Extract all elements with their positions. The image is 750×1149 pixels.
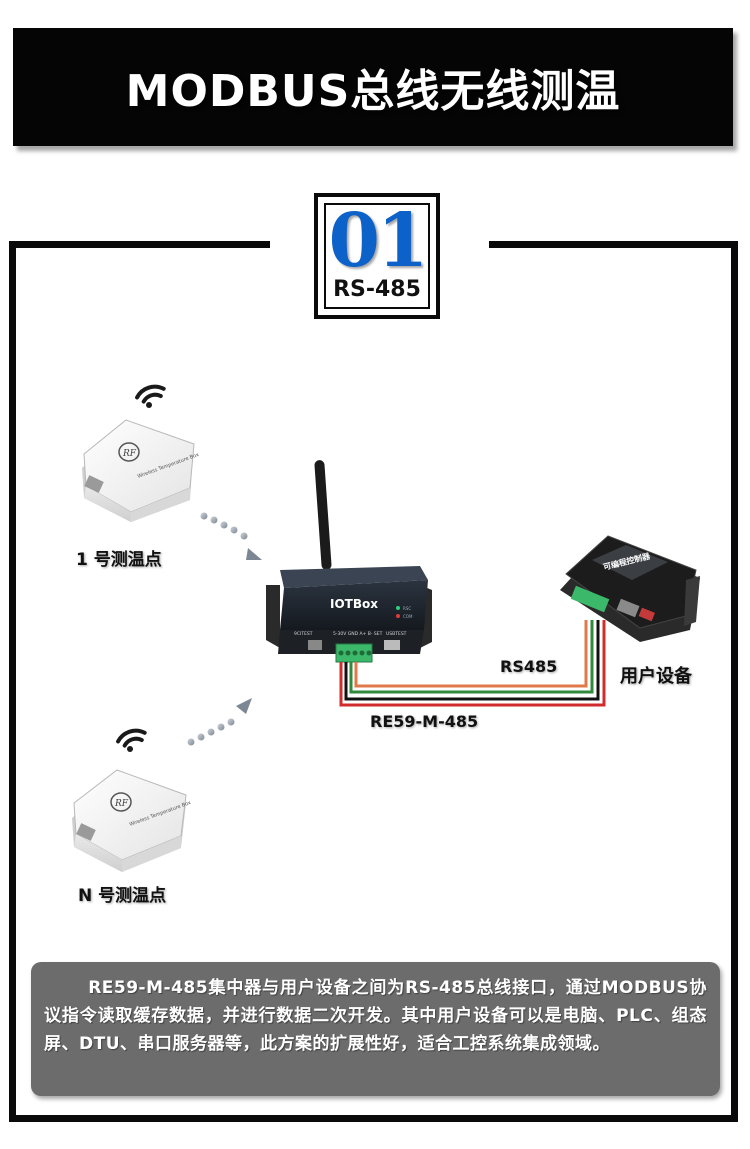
svg-text:5-30V GND A+ B- SET: 5-30V GND A+ B- SET xyxy=(333,631,383,637)
sensor-device-1: RF Wireless Temperature Box xyxy=(82,419,200,522)
device-model-label: RE59-M-485 xyxy=(370,712,479,731)
signal-arrow-n xyxy=(187,698,252,746)
sensor-n-label: N 号测温点 xyxy=(78,886,167,906)
sensor-1-label: 1 号测温点 xyxy=(76,550,162,570)
svg-text:9CITEST: 9CITEST xyxy=(294,631,313,637)
title-banner: MODBUS总线无线测温 xyxy=(13,28,733,146)
section-badge: 01 RS-485 xyxy=(314,193,440,319)
svg-text:COM: COM xyxy=(403,614,413,619)
frame-left-border xyxy=(9,241,16,1122)
rs485-wires xyxy=(339,620,606,707)
frame-top-right-border xyxy=(489,241,738,248)
plc-device: 可编程控制器 xyxy=(560,535,700,642)
svg-text:USBTEST: USBTEST xyxy=(386,631,407,637)
badge-subtitle: RS-485 xyxy=(333,277,421,302)
rs485-bus-label: RS485 xyxy=(500,657,558,676)
iotbox-hub: IOTBox RSC COM 9CITEST 5-30V GND A+ B- S… xyxy=(266,460,432,663)
wifi-icon xyxy=(116,728,147,752)
sensor-1-logo: RF xyxy=(122,449,137,459)
sensor-device-n: RF Wireless Temperature Box xyxy=(72,769,192,872)
signal-arrow-1 xyxy=(200,512,262,560)
antenna xyxy=(314,460,332,570)
frame-top-left-border xyxy=(9,241,270,248)
frame-bottom-border xyxy=(9,1115,738,1122)
badge-inner-border xyxy=(324,203,430,309)
page-title: MODBUS总线无线测温 xyxy=(125,66,621,117)
badge-number: 01 xyxy=(328,198,429,284)
hub-brand-label: IOTBox xyxy=(330,597,378,611)
user-device-label: 用户设备 xyxy=(620,666,692,687)
frame-right-border xyxy=(731,241,738,1122)
description-panel: RE59-M-485集中器与用户设备之间为RS-485总线接口，通过MODBUS… xyxy=(31,962,720,1096)
description-text: RE59-M-485集中器与用户设备之间为RS-485总线接口，通过MODBUS… xyxy=(44,978,707,1054)
sensor-n-logo: RF xyxy=(114,799,129,809)
wifi-icon xyxy=(135,384,166,408)
svg-text:RSC: RSC xyxy=(403,606,411,611)
